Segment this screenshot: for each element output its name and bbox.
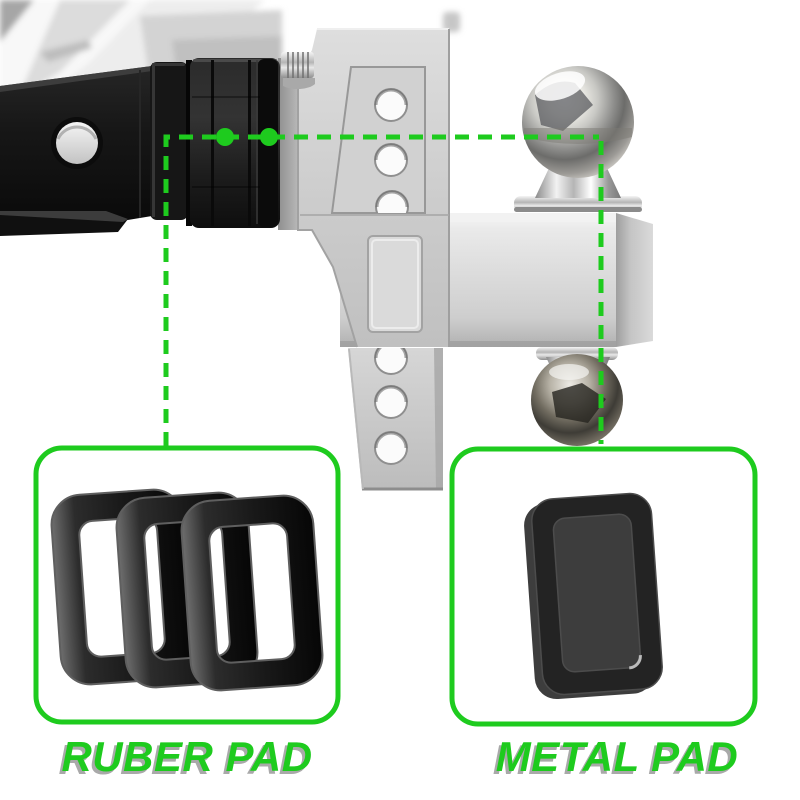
adjustment-holes-lower — [374, 348, 408, 465]
adjustable-channel-bracket — [281, 28, 450, 491]
hitch-pin-hole — [51, 117, 103, 169]
channel-window — [367, 235, 423, 333]
rubber-pad-callout-box — [33, 445, 341, 725]
rubber-ring-installed — [150, 62, 188, 220]
metal-pad-shape — [524, 492, 663, 699]
metal-pad-callout-box — [449, 446, 758, 727]
tow-ball-bottom — [531, 347, 623, 446]
adjustment-holes-upper — [374, 88, 409, 213]
blurred-pin-nub — [443, 12, 460, 32]
callout-dot-1 — [216, 128, 234, 146]
callout-dot-2 — [260, 128, 278, 146]
receiver-tube — [0, 66, 152, 236]
rubber-pad-3 — [180, 494, 324, 692]
rubber-sleeve-collar — [150, 58, 304, 230]
metal-pad-label: METAL PAD — [495, 733, 739, 780]
bracket-lower-shank — [348, 348, 443, 491]
callout-annotations — [33, 128, 758, 727]
rubber-pad-label: RUBER PAD — [61, 733, 313, 780]
callout-line-left — [163, 134, 599, 446]
adjustment-bolt — [281, 52, 315, 90]
rubber-pads-group — [50, 488, 324, 692]
